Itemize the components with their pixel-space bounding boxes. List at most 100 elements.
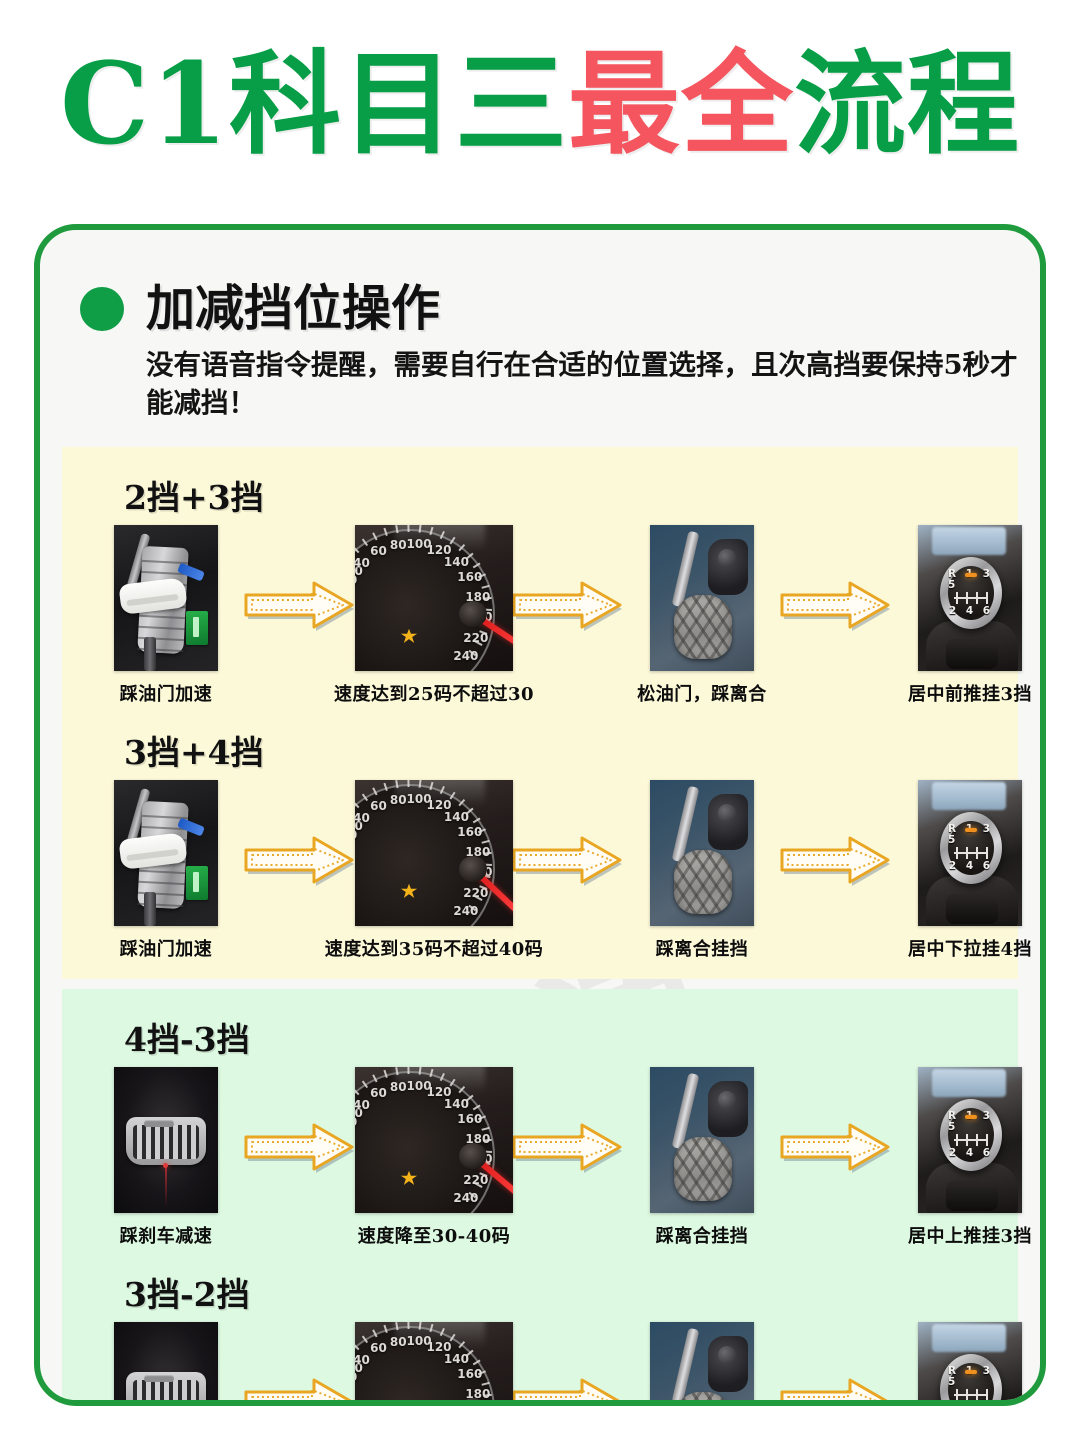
speedometer-photo: 0102030406080100120140160180200220240 xyxy=(355,779,513,926)
gear-step-row: 3挡-2挡 踩刹车减速 0102030406080100120140160180… xyxy=(62,1252,1022,1400)
gear-shifter-photo: R 1 3 5 2 4 6 xyxy=(918,1066,1022,1213)
step-item: R 1 3 5 2 4 6 居中下拉挂4挡 xyxy=(894,779,1040,961)
arrow-connector xyxy=(778,780,894,894)
step-caption: 居中上推挂3挡 xyxy=(907,1225,1033,1247)
speedo-tick-label: 100 xyxy=(406,537,432,552)
speedo-tick-label: 140 xyxy=(443,809,469,824)
accelerator-pedal-photo xyxy=(114,779,218,926)
gear-step-row: 3挡+4挡 踩油门加速 0102030406080100120140160180… xyxy=(62,710,1032,965)
step-sequence: 踩刹车减速 0102030406080100120140160180200220… xyxy=(62,1321,1022,1400)
speedo-tick-label: 60 xyxy=(370,799,387,814)
speedo-tick-label: 60 xyxy=(370,544,387,559)
section-subtitle: 没有语音指令提醒，需要自行在合适的位置选择，且次高挡要保持5秒才能减挡！ xyxy=(146,349,1018,419)
step-sequence: 踩油门加速 0102030406080100120140160180200220… xyxy=(62,524,1032,706)
step-caption: 踩油门加速 xyxy=(119,683,213,705)
arrow-right-icon xyxy=(512,1378,620,1400)
step-caption: 踩离合挂挡 xyxy=(655,938,749,960)
gear-pattern-bottom: 2 4 6 xyxy=(948,1147,994,1160)
speedo-tick-label: 30 xyxy=(355,1106,363,1121)
speedo-tick-label: 120 xyxy=(426,543,452,558)
row-label: 3挡-2挡 xyxy=(124,1274,250,1314)
page-title-part3: 流程 xyxy=(794,39,1021,170)
arrow-right-icon xyxy=(244,581,354,631)
step-item: 0102030406080100120140160180200220240速度达… xyxy=(334,524,534,706)
speedo-tick-label: 120 xyxy=(426,1085,452,1100)
bullet-icon xyxy=(80,286,124,331)
speedo-tick-label: 220 xyxy=(463,885,489,900)
clutch-pedal-photo xyxy=(650,1066,754,1213)
gear-pattern-bottom: 2 4 6 xyxy=(948,605,994,618)
speedo-tick-label: 160 xyxy=(457,1367,483,1382)
speedo-tick-label: 20 xyxy=(355,1115,357,1129)
section-title-row: 加减挡位操作 xyxy=(80,284,1040,333)
step-caption: 踩离合挂挡 xyxy=(655,1225,749,1247)
clutch-pedal-photo xyxy=(650,1321,754,1400)
step-item: 0102030406080100120140160180200220240速度降… xyxy=(355,1321,513,1400)
step-caption: 速度达到35码不超过40码 xyxy=(324,938,544,960)
speedo-tick-label: 30 xyxy=(355,819,363,834)
page-title-bar: C1科目三最全流程 xyxy=(0,0,1080,196)
step-item: R 1 3 5 2 4 6 居中上推挂3挡 xyxy=(894,1066,1040,1248)
row-label: 4挡-3挡 xyxy=(124,1019,250,1059)
speedo-tick-label: 100 xyxy=(406,1334,432,1349)
page-title-part1: C1科目三 xyxy=(59,39,569,170)
gear-shifter-photo: R 1 3 5 2 4 6 xyxy=(918,1321,1022,1400)
arrow-right-icon xyxy=(512,836,622,886)
speedo-tick-label: 220 xyxy=(463,1172,489,1187)
brake-pedal-photo xyxy=(114,1066,218,1213)
panels-container: 2挡+3挡 踩油门加速 0102030406080100120140160180… xyxy=(40,446,1040,1400)
speedo-tick-label: 140 xyxy=(443,1351,469,1366)
arrow-connector xyxy=(510,1322,626,1400)
step-item: 踩离合挂挡 xyxy=(626,1321,778,1400)
speedo-tick-label: 160 xyxy=(457,1112,483,1127)
speedo-tick-label: 30 xyxy=(355,1361,363,1376)
speedo-tick-label: 180 xyxy=(465,589,491,604)
step-sequence: 踩油门加速 0102030406080100120140160180200220… xyxy=(62,779,1032,961)
speedo-tick-label: 120 xyxy=(426,1340,452,1355)
speedo-tick-label: 80 xyxy=(389,1079,407,1094)
step-item: R 1 3 5 2 4 6 居中前推挂3挡 xyxy=(894,524,1040,706)
gear-pattern-bottom: 2 4 6 xyxy=(948,860,994,873)
step-caption: 踩刹车减速 xyxy=(119,1225,213,1247)
speedo-tick-label: 60 xyxy=(370,1086,387,1101)
arrow-connector xyxy=(242,1322,358,1400)
step-item: 0102030406080100120140160180200220240 速度达… xyxy=(325,779,543,961)
panel-upshift: 2挡+3挡 踩油门加速 0102030406080100120140160180… xyxy=(62,446,1032,979)
speedo-tick-label: 100 xyxy=(406,1079,432,1094)
brake-pedal-photo xyxy=(114,1321,218,1400)
speedometer-photo: 0102030406080100120140160180200220240 xyxy=(355,524,513,671)
step-item: 踩离合挂挡 xyxy=(626,1066,778,1248)
arrow-connector xyxy=(510,780,626,894)
section-header: 加减挡位操作 没有语音指令提醒，需要自行在合适的位置选择，且次高挡要保持5秒才能… xyxy=(40,230,1040,423)
arrow-right-icon xyxy=(244,1378,352,1400)
step-item: 踩油门加速 xyxy=(90,524,242,706)
arrow-connector xyxy=(778,1067,894,1181)
speedo-tick-label: 20 xyxy=(355,1370,357,1384)
arrow-right-icon xyxy=(512,581,622,631)
speedometer-photo: 0102030406080100120140160180200220240 xyxy=(355,1066,513,1213)
arrow-right-icon xyxy=(244,836,354,886)
speedo-tick-label: 180 xyxy=(465,1131,491,1146)
speedo-tick-label: 100 xyxy=(406,792,432,807)
arrow-right-icon xyxy=(512,1123,622,1173)
clutch-pedal-photo xyxy=(650,779,754,926)
arrow-right-icon xyxy=(244,1123,354,1173)
section-heading: 加减挡位操作 xyxy=(146,279,441,337)
step-item: 0102030406080100120140160180200220240速度降… xyxy=(355,1066,513,1248)
step-item: R 1 3 5 2 4 6 左靠下拉挂2挡 xyxy=(894,1321,1040,1400)
speedo-tick-label: 120 xyxy=(426,798,452,813)
arrow-right-icon xyxy=(780,1378,888,1400)
speedo-tick-label: 140 xyxy=(443,1096,469,1111)
speedo-tick-label: 160 xyxy=(457,570,483,585)
speedo-tick-label: 80 xyxy=(389,792,407,807)
row-label: 2挡+3挡 xyxy=(124,477,264,517)
speedo-tick-label: 220 xyxy=(463,630,489,645)
step-item: 踩刹车减速 xyxy=(90,1321,242,1400)
speedo-tick-label: 140 xyxy=(443,554,469,569)
arrow-connector xyxy=(242,1067,358,1181)
arrow-right-icon xyxy=(780,836,890,886)
step-caption: 居中前推挂3挡 xyxy=(907,683,1033,705)
step-caption: 松油门，踩离合 xyxy=(637,683,767,705)
content-card: 班主 驾道 加减挡位操作 没有语音指令提醒，需要自行在合适的位置选择，且次高挡要… xyxy=(34,224,1046,1406)
speedo-tick-label: 30 xyxy=(355,564,363,579)
